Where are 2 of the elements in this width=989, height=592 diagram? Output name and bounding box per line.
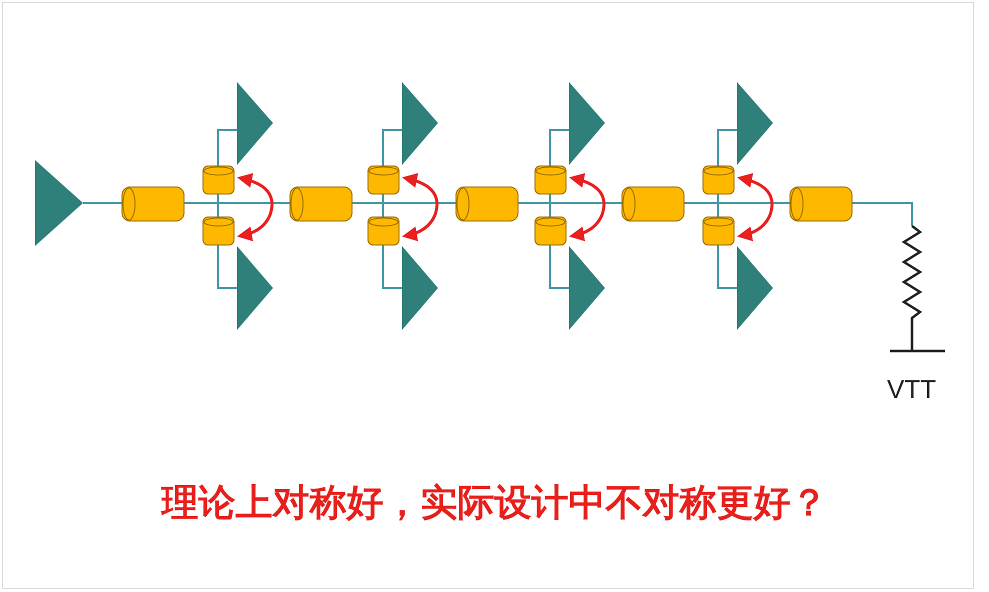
caption: 理论上对称好，实际设计中不对称更好？ [160, 480, 828, 526]
voltage-label: VTT [887, 374, 936, 405]
